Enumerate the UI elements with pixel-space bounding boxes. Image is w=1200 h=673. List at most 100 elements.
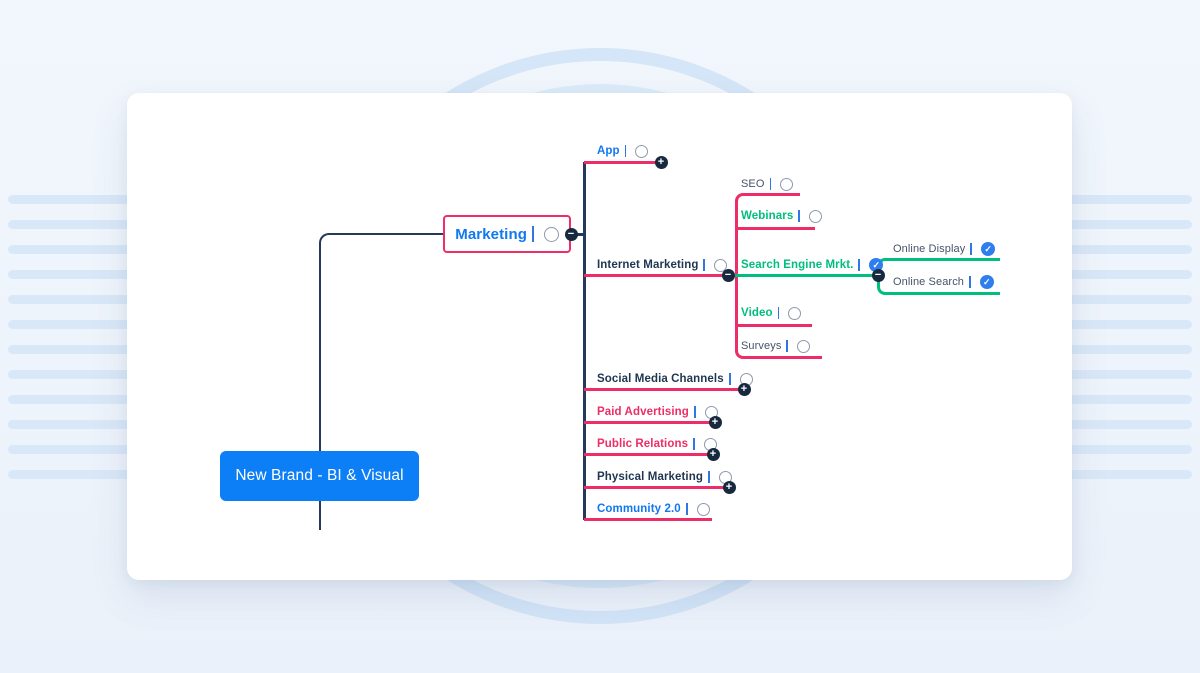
stripe [8, 195, 135, 204]
node-surveys[interactable]: Surveys [741, 337, 811, 355]
node-public-relations[interactable]: Public Relations [597, 435, 717, 453]
expand-button-app[interactable]: + [654, 155, 668, 169]
node-online-search[interactable]: Online Search ✓ [893, 273, 994, 291]
stripe [1065, 320, 1192, 329]
text-cursor [624, 145, 627, 157]
node-label: Video [741, 307, 773, 319]
stripe [1065, 445, 1192, 454]
checkbox-checked-search-engine-mrkt[interactable]: ✓ [869, 258, 884, 272]
node-internet-marketing[interactable]: Internet Marketing [597, 256, 728, 274]
checkbox-checked-online-search[interactable]: ✓ [979, 275, 994, 289]
node-social-media-channels[interactable]: Social Media Channels [597, 370, 753, 388]
branch-physical-marketing-line [584, 486, 730, 489]
node-label: Social Media Channels [597, 373, 724, 385]
node-app[interactable]: App [597, 142, 649, 160]
node-label: Paid Advertising [597, 406, 689, 418]
checkbox-seo[interactable] [780, 177, 794, 191]
stripe [8, 445, 135, 454]
branch-social-media-line [584, 388, 745, 391]
text-cursor [693, 406, 696, 418]
expand-button-public-relations[interactable]: + [706, 448, 720, 461]
stripe [1065, 245, 1192, 254]
branch-app-line [584, 160, 662, 164]
text-cursor [786, 340, 789, 352]
node-online-display[interactable]: Online Display ✓ [893, 240, 996, 258]
branch-online-search-line [877, 276, 1000, 295]
node-webinars[interactable]: Webinars [741, 207, 823, 225]
node-label: Public Relations [597, 438, 689, 450]
branch-webinars-line [737, 226, 815, 230]
checkbox-internet-marketing[interactable] [714, 258, 728, 272]
text-cursor [777, 307, 780, 319]
root-connector-line [319, 233, 445, 530]
collapse-button-marketing[interactable]: − [564, 227, 578, 241]
checkbox-video[interactable] [788, 306, 802, 320]
expand-button-social-media-channels[interactable]: + [737, 383, 751, 396]
text-cursor [858, 259, 861, 271]
expand-button-physical-marketing[interactable]: + [722, 481, 736, 494]
node-label: Surveys [741, 340, 782, 352]
text-cursor [969, 276, 971, 288]
stripe [1065, 195, 1192, 204]
branch-public-relations-line [584, 453, 714, 456]
node-label: Internet Marketing [597, 259, 699, 271]
stripe [1065, 395, 1192, 404]
branch-search-engine-line [729, 274, 878, 277]
node-community-20[interactable]: Community 2.0 [597, 500, 710, 518]
checkbox-webinars[interactable] [809, 209, 823, 223]
stripe [8, 320, 135, 329]
node-paid-advertising[interactable]: Paid Advertising [597, 403, 718, 421]
stripe [1065, 220, 1192, 229]
node-seo[interactable]: SEO [741, 175, 794, 193]
stripe [8, 420, 135, 429]
node-label: Search Engine Mrkt. [741, 259, 854, 271]
collapse-button-search-engine-mrkt[interactable]: − [871, 269, 885, 282]
branch-paid-advertising-line [584, 421, 716, 424]
root-node-new-brand[interactable]: New Brand - BI & Visual [220, 451, 419, 501]
stripe [8, 370, 135, 379]
text-cursor [970, 243, 973, 255]
text-cursor [531, 226, 534, 242]
branch-internet-marketing-line [584, 274, 729, 277]
node-marketing-label: Marketing [455, 225, 527, 243]
level1-trunk-line [583, 162, 586, 520]
stripe [1065, 470, 1192, 479]
stripe [8, 245, 135, 254]
stripe [1065, 420, 1192, 429]
node-label: Online Display [893, 243, 966, 255]
text-cursor [685, 503, 688, 515]
checkbox-marketing[interactable] [543, 226, 559, 242]
checkbox-app[interactable] [635, 144, 649, 158]
node-label: SEO [741, 178, 765, 190]
checkbox-checked-online-display[interactable]: ✓ [981, 242, 996, 256]
root-node-label: New Brand - BI & Visual [235, 467, 404, 484]
node-label: Webinars [741, 210, 794, 222]
text-cursor [693, 438, 695, 450]
checkbox-surveys[interactable] [797, 339, 811, 353]
text-cursor [769, 178, 772, 190]
expand-button-paid-advertising[interactable]: + [708, 416, 722, 429]
stripe [8, 395, 135, 404]
node-search-engine-mrkt[interactable]: Search Engine Mrkt. ✓ [741, 256, 884, 274]
node-label: Community 2.0 [597, 503, 681, 515]
branch-community-line [584, 517, 712, 521]
node-marketing[interactable]: Marketing [443, 215, 571, 253]
branch-surveys-line [735, 340, 822, 359]
node-label: Online Search [893, 276, 965, 288]
node-video[interactable]: Video [741, 304, 802, 322]
stripe [8, 220, 135, 229]
node-label: Physical Marketing [597, 471, 703, 483]
checkbox-community-20[interactable] [696, 502, 710, 516]
stripe [8, 270, 135, 279]
stripe [1065, 345, 1192, 354]
node-physical-marketing[interactable]: Physical Marketing [597, 468, 732, 486]
branch-video-line [737, 323, 812, 327]
node-label: App [597, 145, 620, 157]
text-cursor [703, 259, 706, 271]
stripe [1065, 270, 1192, 279]
stripe [8, 345, 135, 354]
stripe [8, 470, 135, 479]
collapse-button-internet-marketing[interactable]: − [721, 269, 735, 282]
stripe [1065, 370, 1192, 379]
